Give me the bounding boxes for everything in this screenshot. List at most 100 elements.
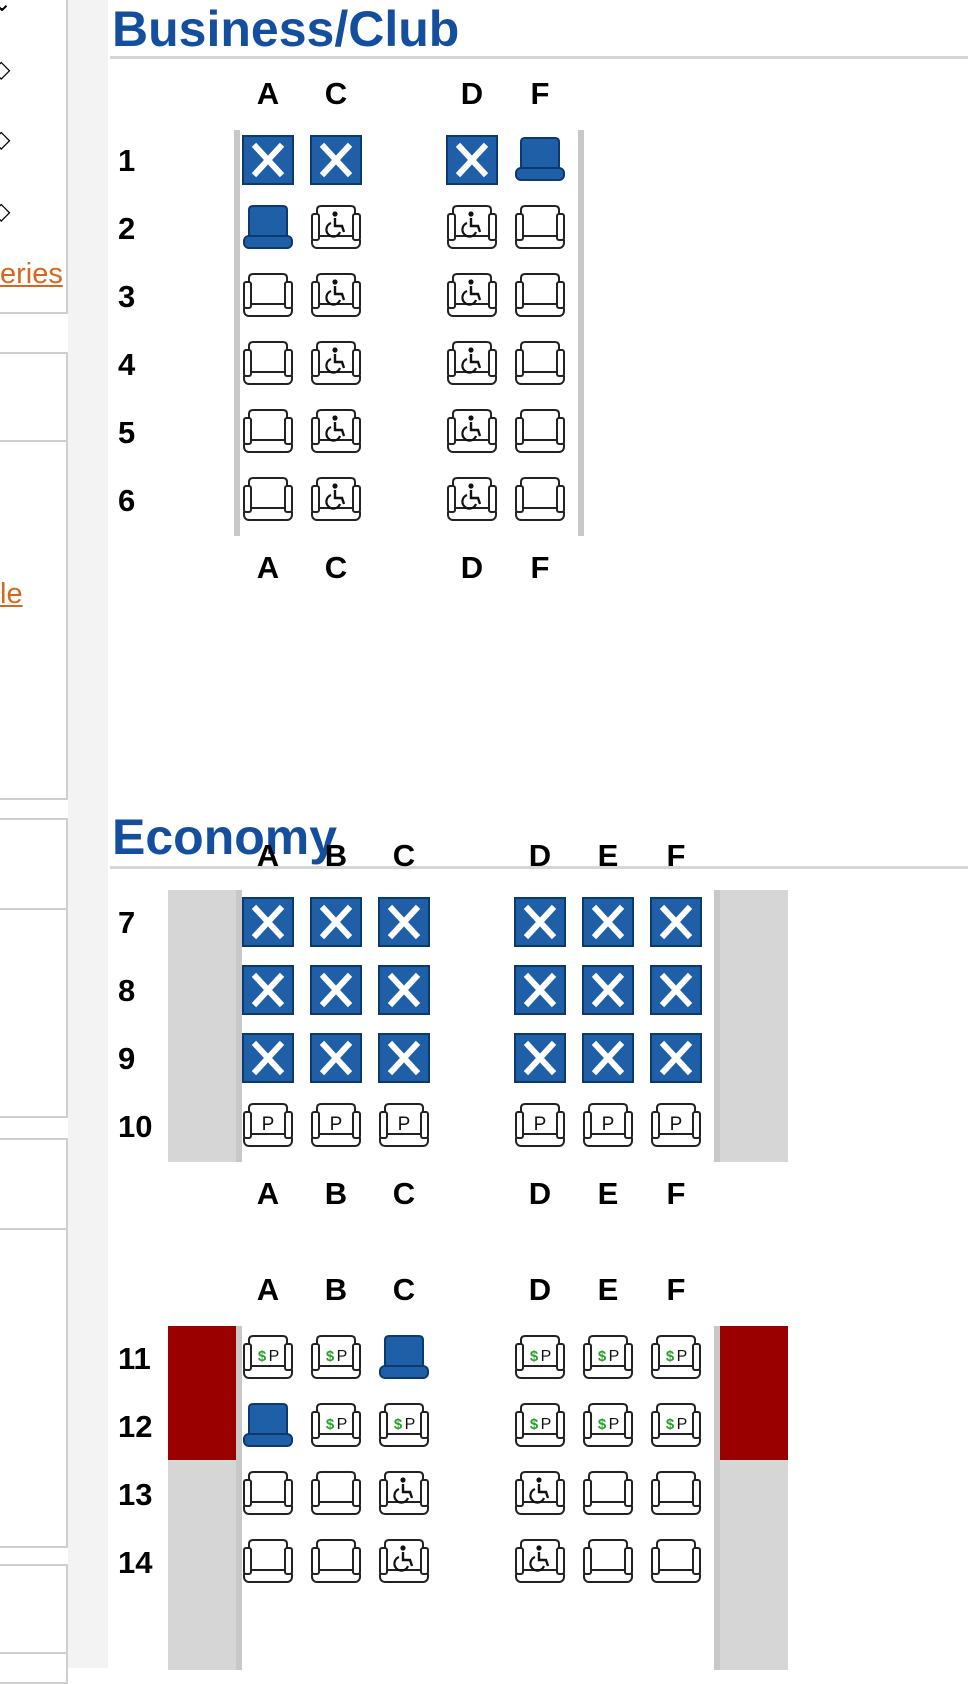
column-letter: F: [666, 1272, 686, 1307]
svg-text:$: $: [598, 1416, 607, 1433]
section-divider: [110, 866, 968, 869]
sidebar-divider: [0, 908, 68, 910]
cabin-wall-left: [234, 130, 240, 536]
sort-updown-icon[interactable]: ◇: [0, 56, 11, 83]
available-seat-icon[interactable]: [513, 474, 567, 526]
selected-seat-icon[interactable]: [513, 134, 567, 186]
accessible-seat-icon[interactable]: [513, 1536, 567, 1588]
column-gutter: [68, 0, 108, 1668]
sort-updown-icon[interactable]: ◇: [0, 126, 11, 153]
accessible-seat-icon[interactable]: [445, 270, 499, 322]
svg-text:P: P: [269, 1348, 280, 1365]
preferred-seat-icon[interactable]: P: [581, 1100, 635, 1152]
selected-seat-icon[interactable]: [377, 1332, 431, 1384]
available-seat-icon[interactable]: [241, 1468, 295, 1520]
accessible-seat-icon[interactable]: [445, 406, 499, 458]
paid-preferred-seat-icon[interactable]: $P: [513, 1400, 567, 1452]
paid-preferred-seat-icon[interactable]: $P: [309, 1332, 363, 1384]
svg-text:P: P: [677, 1416, 688, 1433]
svg-text:$: $: [326, 1416, 335, 1433]
sidebar-link-series[interactable]: eries: [0, 258, 63, 290]
svg-text:P: P: [541, 1348, 552, 1365]
available-seat-icon[interactable]: [513, 406, 567, 458]
row-number: 11: [118, 1341, 151, 1376]
selected-seat-icon[interactable]: [241, 202, 295, 254]
paid-preferred-seat-icon[interactable]: $P: [513, 1332, 567, 1384]
available-seat-icon[interactable]: [513, 338, 567, 390]
row-number: 10: [118, 1109, 153, 1144]
paid-preferred-seat-icon[interactable]: $P: [649, 1332, 703, 1384]
sidebar-panel-details: [0, 818, 68, 1118]
row-number: 2: [118, 211, 136, 246]
available-seat-icon[interactable]: [241, 406, 295, 458]
preferred-seat-icon[interactable]: P: [309, 1100, 363, 1152]
available-seat-icon[interactable]: [309, 1536, 363, 1588]
svg-text:P: P: [330, 1114, 343, 1135]
row-number: 9: [118, 1041, 136, 1076]
svg-text:$: $: [666, 1348, 675, 1365]
column-letter: C: [392, 838, 416, 873]
paid-preferred-seat-icon[interactable]: $P: [581, 1332, 635, 1384]
column-letter: C: [324, 550, 348, 585]
available-seat-icon[interactable]: [241, 474, 295, 526]
accessible-seat-icon[interactable]: [445, 202, 499, 254]
occupied-seat-icon: [513, 1032, 567, 1084]
column-letter: F: [666, 838, 686, 873]
preferred-seat-icon[interactable]: P: [649, 1100, 703, 1152]
preferred-seat-icon[interactable]: P: [377, 1100, 431, 1152]
available-seat-icon[interactable]: [241, 270, 295, 322]
row-number: 5: [118, 415, 136, 450]
accessible-seat-icon[interactable]: [445, 474, 499, 526]
available-seat-icon[interactable]: [513, 202, 567, 254]
accessible-seat-icon[interactable]: [309, 338, 363, 390]
available-seat-icon[interactable]: [241, 338, 295, 390]
row-number: 4: [118, 347, 136, 382]
column-letter: D: [528, 1176, 552, 1211]
occupied-seat-icon: [309, 1032, 363, 1084]
accessible-seat-icon[interactable]: [309, 202, 363, 254]
paid-preferred-seat-icon[interactable]: $P: [241, 1332, 295, 1384]
sidebar-link-schedule[interactable]: le: [0, 578, 23, 610]
svg-text:P: P: [670, 1114, 683, 1135]
accessible-seat-icon[interactable]: [309, 270, 363, 322]
paid-preferred-seat-icon[interactable]: $P: [581, 1400, 635, 1452]
exit-row-left: [168, 1326, 236, 1460]
accessible-seat-icon[interactable]: [309, 406, 363, 458]
svg-text:P: P: [541, 1416, 552, 1433]
available-seat-icon[interactable]: [649, 1468, 703, 1520]
available-seat-icon[interactable]: [309, 1468, 363, 1520]
paid-preferred-seat-icon[interactable]: $P: [309, 1400, 363, 1452]
svg-text:P: P: [677, 1348, 688, 1365]
wing-right: [720, 890, 788, 1162]
column-letter: A: [256, 1272, 280, 1307]
chevron-down-icon[interactable]: ⌄: [0, 0, 13, 17]
preferred-seat-icon[interactable]: P: [513, 1100, 567, 1152]
available-seat-icon[interactable]: [241, 1536, 295, 1588]
available-seat-icon[interactable]: [649, 1536, 703, 1588]
occupied-seat-icon: [649, 896, 703, 948]
accessible-seat-icon[interactable]: [309, 474, 363, 526]
accessible-seat-icon[interactable]: [377, 1536, 431, 1588]
available-seat-icon[interactable]: [581, 1536, 635, 1588]
column-letter: D: [460, 76, 484, 111]
accessible-seat-icon[interactable]: [377, 1468, 431, 1520]
selected-seat-icon[interactable]: [241, 1400, 295, 1452]
occupied-seat-icon: [377, 964, 431, 1016]
available-seat-icon[interactable]: [513, 270, 567, 322]
svg-text:$: $: [666, 1416, 675, 1433]
sidebar-divider: [0, 440, 68, 442]
column-letter: E: [597, 838, 619, 873]
preferred-seat-icon[interactable]: P: [241, 1100, 295, 1152]
accessible-seat-icon[interactable]: [445, 338, 499, 390]
svg-text:P: P: [602, 1114, 615, 1135]
occupied-seat-icon: [581, 896, 635, 948]
section-title-economy: Economy: [112, 809, 338, 865]
paid-preferred-seat-icon[interactable]: $P: [377, 1400, 431, 1452]
sort-updown-icon[interactable]: ◇: [0, 198, 11, 225]
available-seat-icon[interactable]: [581, 1468, 635, 1520]
accessible-seat-icon[interactable]: [513, 1468, 567, 1520]
svg-text:$: $: [258, 1348, 267, 1365]
svg-text:P: P: [609, 1416, 620, 1433]
paid-preferred-seat-icon[interactable]: $P: [649, 1400, 703, 1452]
section-title-business: Business/Club: [112, 1, 460, 57]
